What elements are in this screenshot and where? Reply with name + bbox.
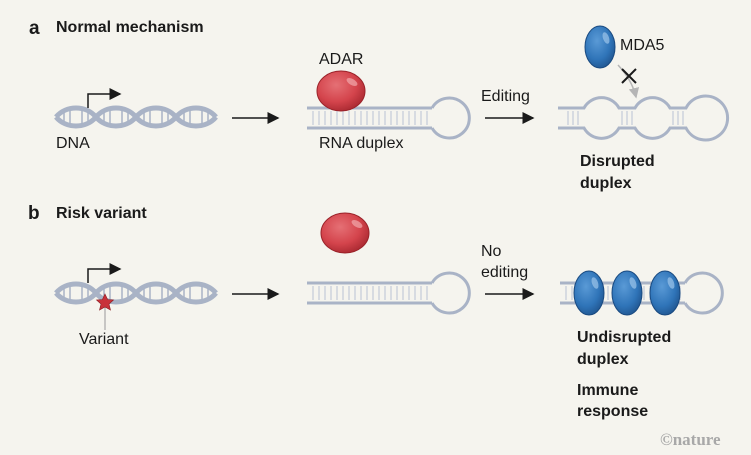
panel-a-editing-label: Editing <box>481 88 530 105</box>
panel-a-outcome-line2: duplex <box>580 175 632 192</box>
panel-a-disrupted-duplex <box>558 94 730 142</box>
panel-b-dna-helix <box>56 284 216 302</box>
panel-b-variant-label: Variant <box>79 331 129 348</box>
panel-a-mda5-label: MDA5 <box>620 37 665 54</box>
nature-credit: ©nature <box>660 430 721 449</box>
mda5-protein <box>611 270 643 316</box>
panel-a-mda5-protein <box>584 25 616 69</box>
panel-b-consequence-line1: Immune <box>577 382 639 399</box>
panel-a-letter: a <box>29 18 40 39</box>
panel-b-no-editing-line1: No <box>481 243 502 260</box>
panel-b-rna-duplex <box>305 271 471 315</box>
panel-b-outcome-line2: duplex <box>577 351 629 368</box>
panel-a-adar-protein <box>316 70 366 112</box>
panel-a-title: Normal mechanism <box>56 19 204 36</box>
panel-a-blocked-x-icon <box>621 68 637 84</box>
panel-b-outcome-line1: Undisrupted <box>577 329 672 346</box>
panel-a-promoter-arrow <box>87 88 122 108</box>
panel-b-variant-star-icon <box>95 293 115 311</box>
panel-a-dna-helix <box>56 108 216 126</box>
mda5-protein <box>649 270 681 316</box>
panel-b-promoter-arrow <box>87 263 122 283</box>
panel-a-blocked-binding-arrow <box>617 64 640 99</box>
panel-a-rna-label: RNA duplex <box>319 135 404 152</box>
panel-b-letter: b <box>28 203 40 224</box>
panel-a-adar-label: ADAR <box>319 51 364 68</box>
panel-b-title: Risk variant <box>56 205 147 222</box>
panel-a-outcome-line1: Disrupted <box>580 153 655 170</box>
panel-a-dna-label: DNA <box>56 135 90 152</box>
panel-b-no-editing-line2: editing <box>481 264 529 281</box>
mda5-protein <box>573 270 605 316</box>
panel-b-adar-protein <box>320 212 370 254</box>
panel-b-mda5-filament <box>573 270 681 316</box>
panel-b-consequence-line2: response <box>577 403 649 420</box>
